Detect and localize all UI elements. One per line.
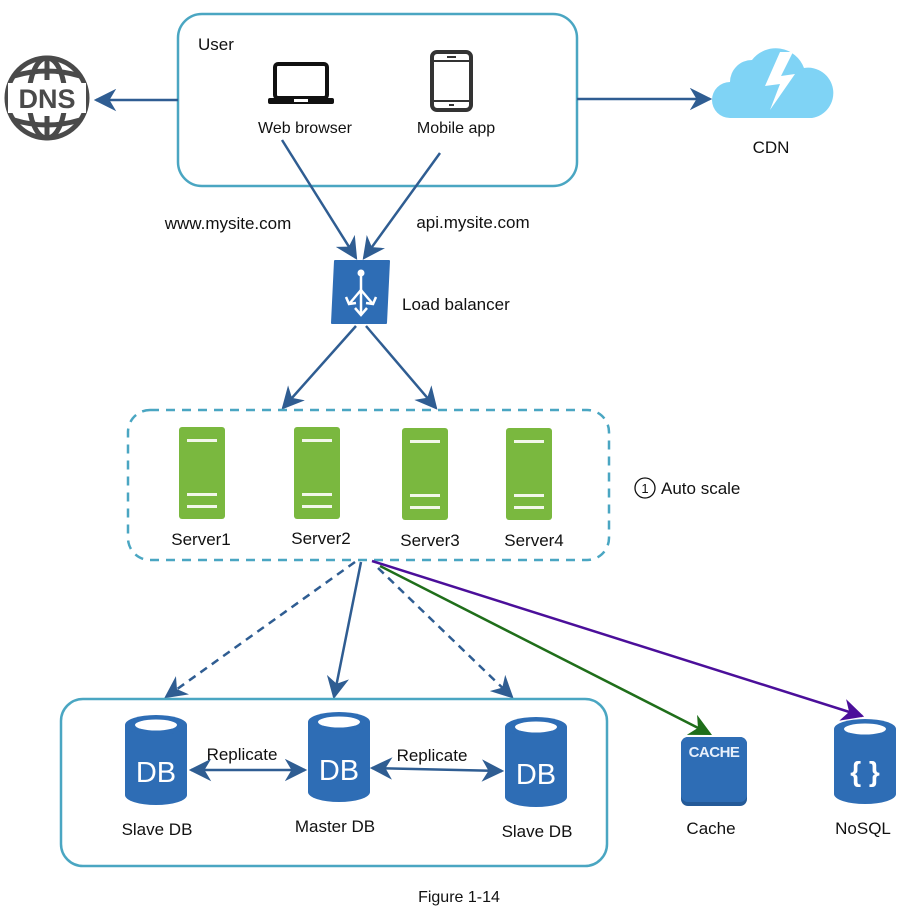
slave-db-2[interactable]: DB Slave DB [502, 717, 573, 841]
server-4[interactable]: Server4 [504, 428, 564, 550]
load-balancer-icon [331, 260, 390, 324]
domain-web-label: www.mysite.com [164, 214, 292, 233]
server-label: Server2 [291, 529, 351, 548]
user-group-label: User [198, 35, 234, 54]
web-browser-label: Web browser [258, 120, 353, 137]
server-1[interactable]: Server1 [171, 427, 231, 549]
db-glyph: DB [319, 755, 359, 787]
data-tier-group[interactable]: DB Slave DB DB Master DB DB Slave DB [59, 697, 609, 868]
cloud-lightning-icon [712, 48, 834, 118]
annotation-number-badge [634, 477, 656, 499]
dns-globe-icon [4, 55, 90, 141]
edge-servers-to-cache [379, 564, 713, 736]
cache-node[interactable]: CACHE Cache [681, 737, 747, 838]
figure-caption: Figure 1-14 [418, 889, 500, 906]
edge-lb-to-servers-right [365, 325, 438, 410]
server-icon [506, 428, 552, 520]
replicate-label: Replicate [207, 745, 278, 764]
database-icon [308, 712, 370, 802]
auto-scale-label: Auto scale [661, 479, 740, 498]
db-glyph: DB [136, 757, 176, 789]
data-tier-box [59, 697, 609, 868]
server-icon [294, 427, 340, 519]
edge-servers-to-master-db [326, 561, 363, 700]
cdn-label: CDN [753, 138, 790, 157]
cache-glyph: CACHE [689, 744, 740, 761]
replicate-label: Replicate [397, 746, 468, 765]
nosql-label: NoSQL [835, 819, 891, 838]
database-icon [125, 715, 187, 805]
server-label: Server1 [171, 530, 231, 549]
web-tier-group[interactable]: Server1 Server2 Server3 [126, 408, 611, 562]
cache-icon [681, 737, 747, 806]
annotation-number: 1 [641, 481, 648, 496]
slave-db-1[interactable]: DB Slave DB [122, 715, 193, 839]
master-db[interactable]: DB Master DB [295, 712, 375, 836]
edge-web-to-lb [280, 139, 358, 260]
dns-label: DNS [18, 84, 75, 114]
web-tier-box [126, 408, 611, 562]
laptop-icon [268, 62, 334, 104]
db-label: Master DB [295, 817, 375, 836]
user-group-box [176, 12, 579, 188]
edge-lb-to-servers-left [281, 325, 357, 410]
nosql-glyph: { } [850, 756, 880, 787]
edge-replicate-master-to-slave-2 [369, 757, 505, 782]
server-label: Server3 [400, 531, 460, 550]
db-glyph: DB [516, 759, 556, 791]
server-2[interactable]: Server2 [291, 427, 351, 548]
load-balancer-node[interactable]: Load balancer [331, 260, 510, 324]
mobile-phone-icon [430, 50, 473, 112]
server-icon [179, 427, 225, 519]
dns-node[interactable]: DNS [4, 55, 90, 141]
edge-servers-to-slave-db-1 [164, 560, 356, 699]
nosql-database-icon [834, 719, 896, 804]
cdn-node[interactable]: CDN [712, 48, 834, 157]
server-icon [402, 428, 448, 520]
nosql-node[interactable]: { } NoSQL [834, 719, 896, 838]
database-icon [505, 717, 567, 807]
server-label: Server4 [504, 531, 564, 550]
edge-mobile-to-lb [362, 152, 442, 260]
cache-label: Cache [686, 819, 735, 838]
domain-api-label: api.mysite.com [416, 213, 529, 232]
db-label: Slave DB [502, 822, 573, 841]
server-3[interactable]: Server3 [400, 428, 460, 550]
load-balancer-label: Load balancer [402, 295, 510, 314]
mobile-app-label: Mobile app [417, 120, 495, 137]
edge-servers-to-nosql [371, 559, 865, 721]
user-group[interactable]: User Web browser Mobile app [176, 12, 579, 188]
db-label: Slave DB [122, 820, 193, 839]
auto-scale-annotation: 1 Auto scale [634, 477, 740, 499]
edge-servers-to-slave-db-2 [377, 567, 514, 699]
